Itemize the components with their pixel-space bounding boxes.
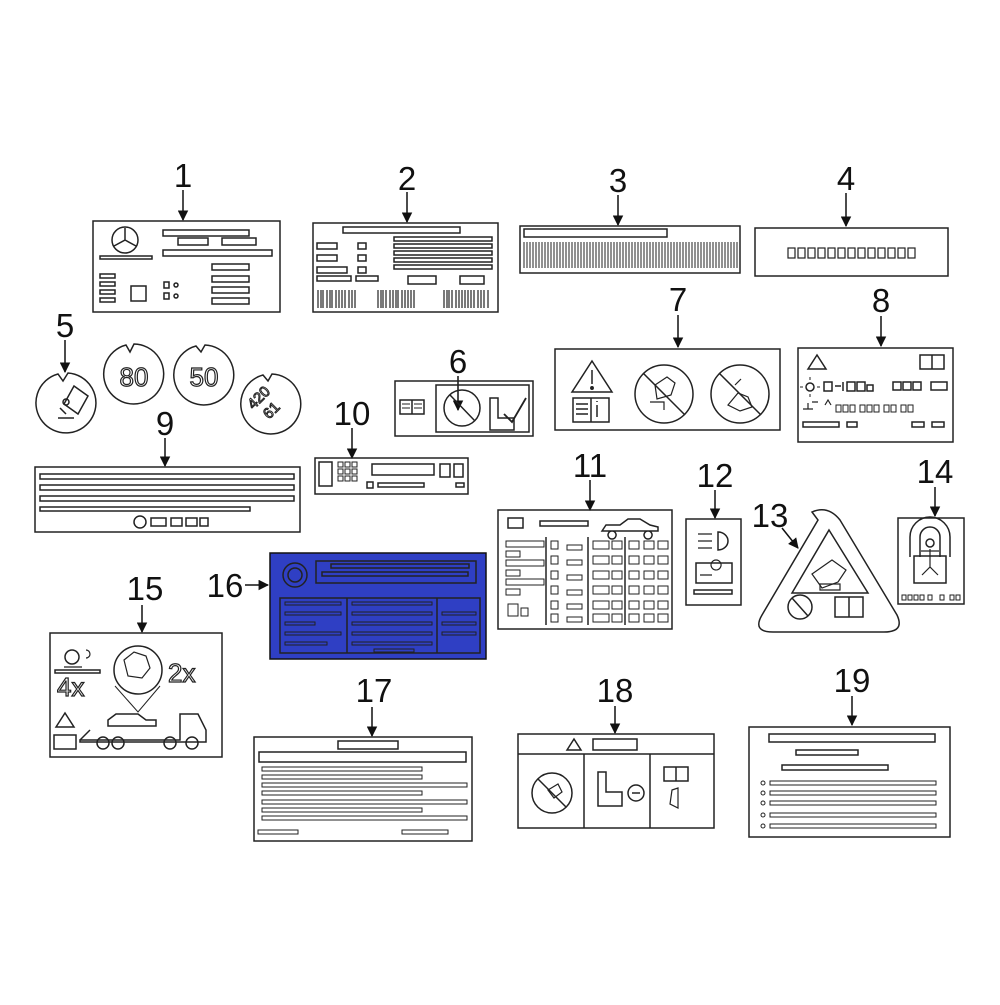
- multiplier-4x: 4x: [57, 672, 84, 702]
- callout-10: 10: [334, 395, 371, 432]
- callout-15: 15: [127, 570, 164, 607]
- three-pointed-star-icon: [111, 226, 139, 254]
- label-15: 4x 2x: [49, 632, 223, 758]
- callout-12: 12: [697, 457, 734, 494]
- sticker-person-icon: [35, 372, 97, 434]
- owner-manual-icon: [834, 596, 864, 618]
- label-5: 80 50 420 61: [35, 343, 302, 435]
- label-19: [748, 726, 951, 838]
- owner-manual-icon: [572, 397, 610, 423]
- child-seat-icon: [489, 397, 527, 431]
- child-seat-icon: [597, 771, 645, 807]
- label-11: [497, 509, 673, 630]
- owner-manual-icon: [919, 354, 945, 370]
- highlight-fill: [269, 552, 487, 660]
- label-17: [253, 736, 473, 842]
- prohibition-icon: [634, 364, 694, 424]
- warning-triangle-icon: [570, 359, 614, 393]
- label-16: [269, 552, 487, 660]
- prohibition-icon: [787, 594, 813, 620]
- callout-7: 7: [669, 281, 687, 318]
- label-12: [685, 518, 742, 606]
- label-18: [517, 733, 715, 829]
- callout-3: 3: [609, 162, 627, 199]
- multiplier-2x: 2x: [168, 658, 195, 688]
- callout-2: 2: [398, 160, 416, 197]
- label-13: [758, 509, 900, 633]
- callout-19: 19: [834, 662, 871, 699]
- callout-14: 14: [917, 453, 954, 490]
- callout-18: 18: [597, 672, 634, 709]
- prohibition-icon: [531, 772, 573, 814]
- label-9: [34, 466, 301, 533]
- callout-13: 13: [752, 497, 789, 534]
- label-3: [519, 225, 741, 274]
- owner-manual-icon: [663, 766, 689, 782]
- callout-4: 4: [837, 160, 855, 197]
- label-14: [897, 516, 965, 605]
- car-icon: [107, 713, 157, 727]
- callout-6: 6: [449, 343, 467, 380]
- barcodes: [317, 290, 489, 308]
- label-1: [92, 220, 281, 313]
- warning-triangle-icon: [565, 737, 583, 751]
- car-icon: [600, 518, 659, 540]
- headlight-icon: [698, 531, 729, 551]
- callout-9: 9: [156, 405, 174, 442]
- callout-1: 1: [174, 157, 192, 194]
- speed-50: 50: [190, 362, 219, 392]
- tire-icon: [64, 649, 91, 668]
- callout-16: 16: [207, 567, 244, 604]
- label-10: [314, 457, 469, 495]
- prohibition-icon: [443, 389, 481, 427]
- callout-8: 8: [872, 282, 890, 319]
- callouts: [59, 190, 941, 738]
- label-4: [754, 227, 949, 277]
- tow-truck-icon: [79, 713, 207, 743]
- warning-triangle-icon: [54, 711, 76, 728]
- speed-80: 80: [120, 362, 149, 392]
- label-7: [554, 348, 781, 431]
- label-8: [797, 347, 954, 443]
- callout-11: 11: [573, 447, 607, 484]
- callout-17: 17: [356, 672, 393, 709]
- label-2: [312, 222, 499, 313]
- sun-icon: [800, 377, 820, 397]
- owner-manual-icon: [399, 399, 425, 415]
- callout-5: 5: [56, 307, 74, 344]
- label-6: [394, 380, 534, 437]
- prohibition-icon: [710, 364, 770, 424]
